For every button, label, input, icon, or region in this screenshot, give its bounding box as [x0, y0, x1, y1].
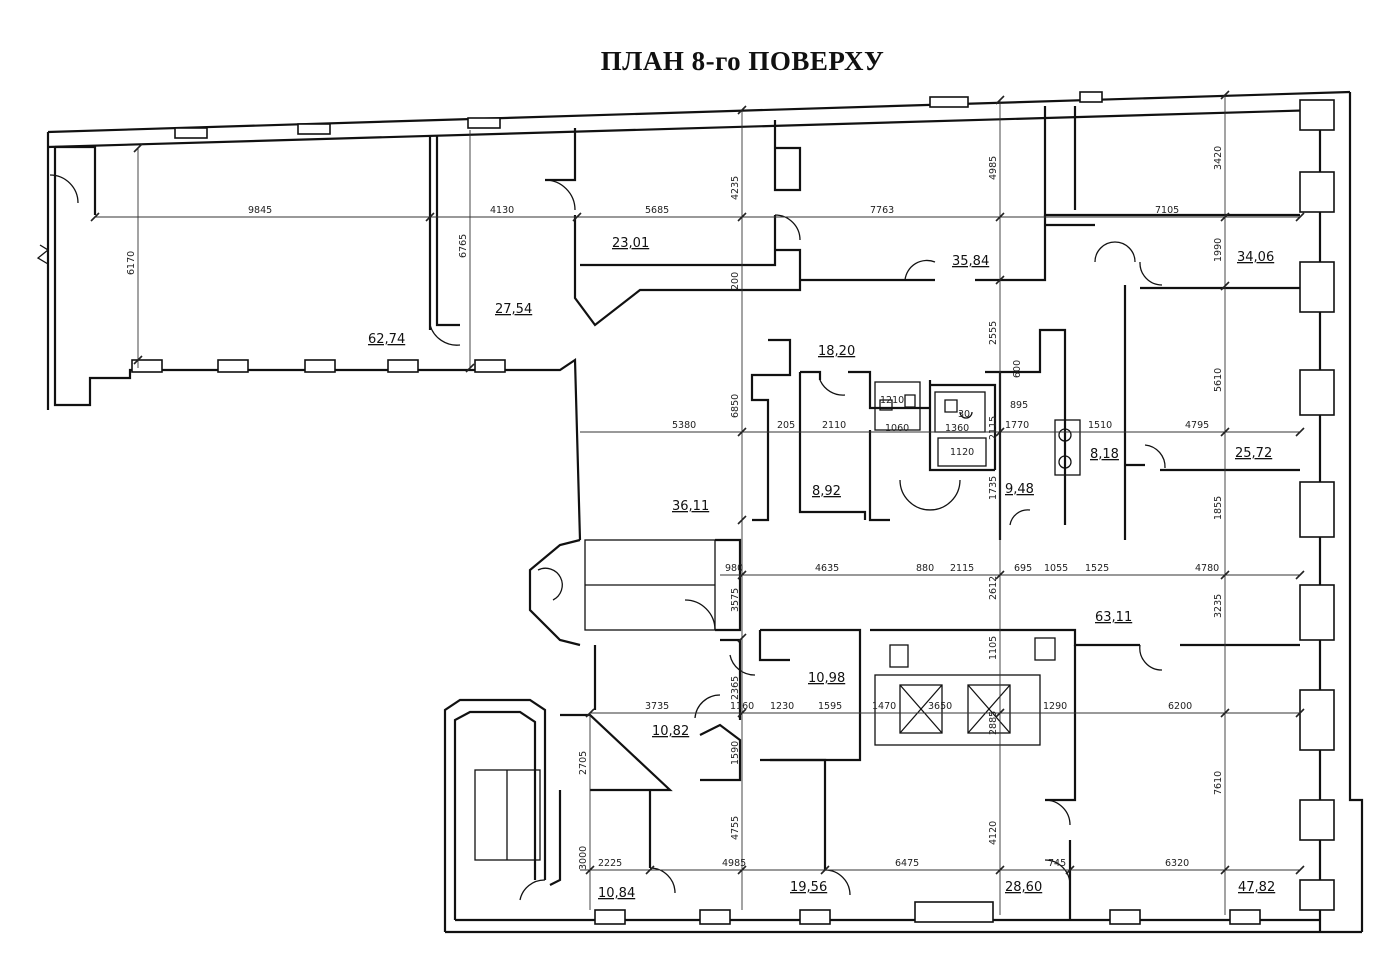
dim-1470: 1470 — [872, 701, 896, 712]
dim-600: 600 — [1012, 360, 1023, 378]
dim-4120: 4120 — [988, 821, 999, 845]
dim-4985a: 4985 — [988, 156, 999, 180]
room-area-label: 25,72 — [1235, 446, 1272, 461]
dim-4235: 4235 — [730, 176, 741, 200]
dim-895: 895 — [1010, 400, 1028, 411]
dim-3235: 3235 — [1213, 594, 1224, 618]
room-area-label: 18,20 — [818, 344, 855, 359]
room-area-label: 63,11 — [1095, 610, 1132, 625]
sanitary-fixtures — [874, 381, 1081, 476]
dim-7105: 7105 — [1155, 205, 1179, 216]
dim-6170: 6170 — [126, 251, 137, 275]
dim-1735: 1735 — [988, 476, 999, 500]
windows-right — [1299, 99, 1335, 911]
dim-4755: 4755 — [730, 816, 741, 840]
room-area-label: 10,82 — [652, 724, 689, 739]
dim-2110: 2110 — [822, 420, 846, 431]
windows-row1 — [131, 359, 506, 373]
room-area-label: 8,92 — [812, 484, 841, 499]
dim-3735: 3735 — [645, 701, 669, 712]
dim-7610: 7610 — [1213, 771, 1224, 795]
dim-6475: 6475 — [895, 858, 919, 869]
dim-2555: 2555 — [988, 321, 999, 345]
dim-1055: 1055 — [1044, 563, 1068, 574]
dim-1855: 1855 — [1213, 496, 1224, 520]
dim-6320: 6320 — [1165, 858, 1189, 869]
dim-1160: 1160 — [730, 701, 754, 712]
dim-w3: 1360 — [945, 423, 969, 434]
dim-9845: 9845 — [248, 205, 272, 216]
dim-4780: 4780 — [1195, 563, 1219, 574]
dim-1525: 1525 — [1085, 563, 1109, 574]
room-area-label: 28,60 — [1005, 880, 1042, 895]
dim-4130: 4130 — [490, 205, 514, 216]
windows-bottom — [594, 901, 1261, 925]
dim-2705: 2705 — [578, 751, 589, 775]
room-area-label: 62,74 — [368, 332, 405, 347]
dim-7763: 7763 — [870, 205, 894, 216]
interior-walls — [428, 106, 1300, 920]
dim-205: 205 — [777, 420, 795, 431]
dim-1595: 1595 — [818, 701, 842, 712]
door-swings — [49, 174, 1166, 901]
dim-3650: 3650 — [928, 701, 952, 712]
room-area-label: 47,82 — [1238, 880, 1275, 895]
room-area-labels: 62,74 27,54 23,01 35,84 34,06 18,20 36,1… — [368, 236, 1275, 901]
dim-1590: 1590 — [730, 741, 741, 765]
dim-5610: 5610 — [1213, 368, 1224, 392]
dim-w1: 1210 — [880, 395, 904, 406]
room-area-label: 23,01 — [612, 236, 649, 251]
dim-w4: 30 — [958, 409, 970, 420]
room-area-label: 19,56 — [790, 880, 827, 895]
dim-1290: 1290 — [1043, 701, 1067, 712]
room-area-label: 27,54 — [495, 302, 532, 317]
dim-2365: 2365 — [730, 676, 741, 700]
dim-1230: 1230 — [770, 701, 794, 712]
room-area-label: 8,18 — [1090, 447, 1119, 462]
dim-6200: 6200 — [1168, 701, 1192, 712]
dim-4795: 4795 — [1185, 420, 1209, 431]
dim-880: 880 — [916, 563, 934, 574]
dim-3575: 3575 — [730, 588, 741, 612]
dim-5380: 5380 — [672, 420, 696, 431]
break-mark-icon — [36, 244, 50, 265]
dim-2612: 2612 — [988, 576, 999, 600]
dim-980: 980 — [725, 563, 743, 574]
dim-2115a: 2115 — [988, 416, 999, 440]
dim-5685: 5685 — [645, 205, 669, 216]
dimension-ticks — [90, 90, 1305, 875]
dim-4635: 4635 — [815, 563, 839, 574]
dim-695: 695 — [1014, 563, 1032, 574]
dimension-lines — [95, 95, 1300, 915]
room-area-label: 9,48 — [1005, 482, 1034, 497]
dimension-labels-vertical: 6170 6765 4235 200 6850 3575 2365 1590 4… — [126, 146, 1224, 870]
dim-1105: 1105 — [988, 636, 999, 660]
dim-200: 200 — [730, 272, 741, 290]
dim-1990: 1990 — [1213, 238, 1224, 262]
dim-3000: 3000 — [578, 846, 589, 870]
dim-3420: 3420 — [1213, 146, 1224, 170]
dim-w5: 1120 — [950, 447, 974, 458]
room-area-label: 10,98 — [808, 671, 845, 686]
room-area-label: 34,06 — [1237, 250, 1274, 265]
dim-6850: 6850 — [730, 394, 741, 418]
dim-6765: 6765 — [458, 234, 469, 258]
dim-745: 745 — [1048, 858, 1066, 869]
dim-2115b: 2115 — [950, 563, 974, 574]
room-area-label: 35,84 — [952, 254, 989, 269]
windows-top — [174, 91, 1103, 139]
dim-2225: 2225 — [598, 858, 622, 869]
dimension-labels: 9845 4130 5685 7763 7105 5380 205 2110 1… — [248, 205, 1219, 869]
plan-title: ПЛАН 8-го ПОВЕРХУ — [600, 46, 885, 76]
dim-1510: 1510 — [1088, 420, 1112, 431]
dim-4985b: 4985 — [722, 858, 746, 869]
room-area-label: 36,11 — [672, 499, 709, 514]
dim-w2: 1060 — [885, 423, 909, 434]
dim-1770: 1770 — [1005, 420, 1029, 431]
room-area-label: 10,84 — [598, 886, 635, 901]
dim-2885: 2885 — [988, 711, 999, 735]
